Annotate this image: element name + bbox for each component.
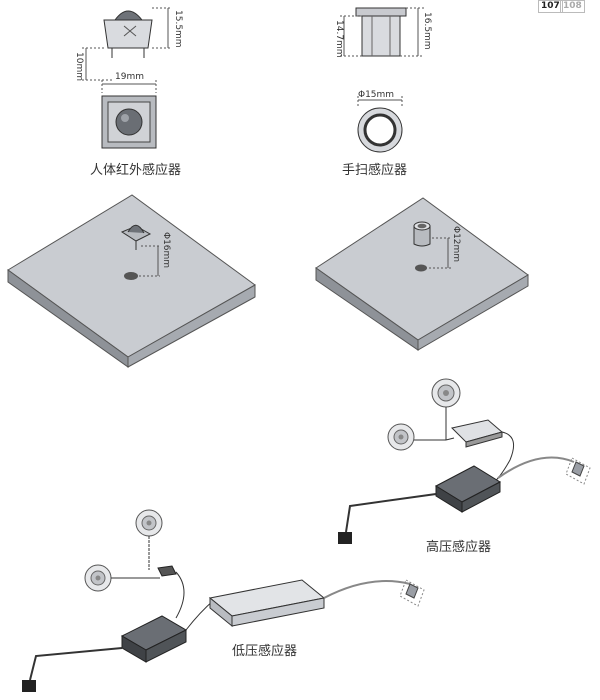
dim-hand-diameter: Φ15mm [358,90,394,100]
dim-pir-height: 15.5mm [173,10,183,48]
dim-hand-inner: 14.7mm [334,20,344,58]
high-voltage-wiring [338,378,591,544]
dim-pir-hole: Φ16mm [161,232,171,268]
page-number-next: 108 [560,0,585,13]
hand-sensor-label: 手扫感应器 [342,162,407,178]
hand-sensor-top-view: Φ15mm [357,90,403,153]
cabinet-board-pir: Φ16mm [7,194,256,368]
dim-hand-outer: 16.5mm [422,12,432,50]
pir-sensor-label: 人体红外感应器 [90,162,181,178]
cabinet-board-hand: Φ12mm [315,197,529,351]
high-voltage-label: 高压感应器 [426,539,491,555]
pir-sensor-side-view: 15.5mm 10mm [74,7,183,81]
page-number-current: 107 [538,0,563,13]
low-voltage-wiring [22,509,425,692]
dim-pir-base: 10mm [74,52,84,81]
dim-pir-width: 19mm [115,72,144,82]
hand-sensor-side-view: 16.5mm 14.7mm [334,7,432,58]
low-voltage-label: 低压感应器 [232,643,297,659]
dim-hand-hole: Φ12mm [451,226,461,262]
pir-sensor-top-view: 19mm [101,72,157,149]
